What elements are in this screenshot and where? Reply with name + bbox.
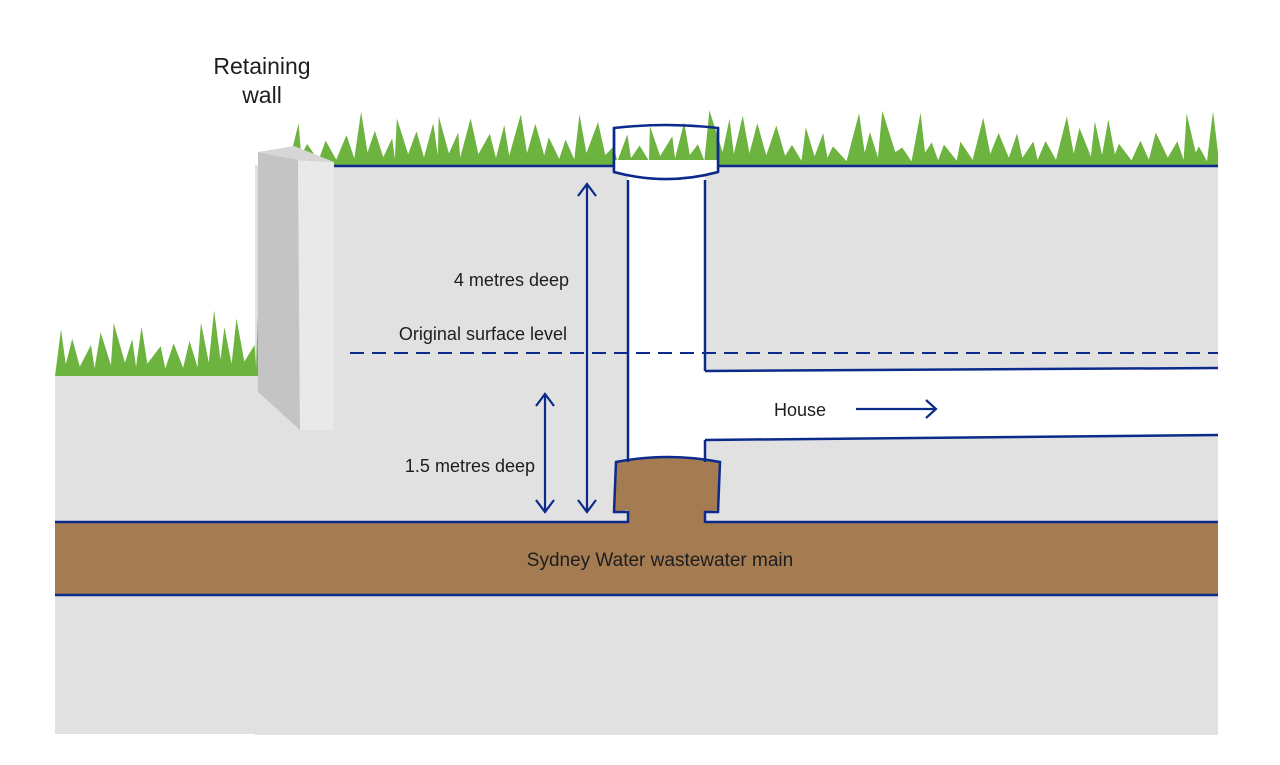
depth-1-5m-label: 1.5 metres deep: [405, 456, 535, 476]
original-surface-label: Original surface level: [399, 324, 567, 344]
depth-arrow-4m: [577, 182, 597, 514]
ground-raised: [255, 165, 1218, 735]
wastewater-main-label: Sydney Water wastewater main: [527, 550, 793, 571]
junction-outline: [612, 455, 722, 523]
depth-4m-label: 4 metres deep: [454, 270, 569, 290]
retaining-wall-label-line2: wall: [241, 82, 282, 108]
shaft-cap-base: [613, 170, 719, 181]
retaining-wall-front: [298, 160, 334, 430]
shaft-cavity: [628, 172, 1218, 522]
retaining-wall-side: [258, 152, 300, 430]
shaft-cap-grass-overlap: [614, 160, 718, 179]
retaining-wall-top: [258, 146, 334, 162]
house-pipe-upper-edge: [704, 366, 1219, 373]
house-pipe-lower-edge: [704, 433, 1219, 442]
junction-fitting: [614, 457, 720, 524]
retaining-wall: [258, 146, 334, 430]
house-label: House: [774, 400, 826, 420]
retaining-wall-label-line1: Retaining: [213, 53, 310, 79]
depth-arrow-1-5m: [535, 392, 555, 514]
grass-top: [288, 110, 1218, 166]
grass-left: [55, 310, 258, 376]
wastewater-main: [55, 523, 1218, 595]
house-direction-arrow: [856, 399, 938, 419]
